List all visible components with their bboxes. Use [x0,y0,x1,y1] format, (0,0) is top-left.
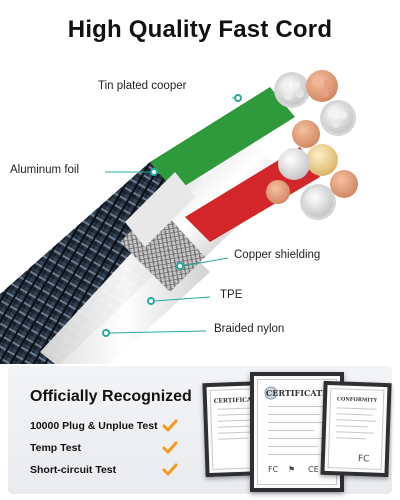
test-item-plug: 10000 Plug & Unplue Test [30,420,158,432]
test-item-short-circuit: Short-circuit Test [30,464,117,476]
page-title: High Quality Fast Cord [67,16,333,43]
label-copper-shielding: Copper shielding [234,249,321,261]
green-wire [150,87,295,192]
test-item-temp: Temp Test [30,442,81,454]
foil-tube [125,172,195,247]
svg-text:⚑: ⚑ [288,465,295,474]
certificate-right-heading: CONFORMITY [336,396,378,404]
svg-text:CE: CE [308,465,319,474]
svg-text:FC: FC [358,454,370,463]
officially-recognized-heading: Officially Recognized [30,388,192,405]
certification-panel: Officially Recognized 10000 Plug & Unplu… [8,366,392,494]
cable-illustration: Tin plated cooper Aluminum foil Copper s… [0,52,400,364]
strand-bundles [266,70,358,220]
fc-mark-icon: FC [358,454,370,463]
cable-cross-section-graphic [0,70,358,364]
label-aluminum-foil: Aluminum foil [10,164,80,176]
aluminum-foil-layer [155,127,290,257]
check-icon [162,419,178,432]
label-tin-plated: Tin plated cooper [98,80,187,92]
seal-icon [264,386,278,400]
label-tpe: TPE [220,289,243,301]
callout-connectors [102,94,242,337]
check-icon [162,463,178,476]
certificate-center-heading: CERTIFICATE [265,388,329,398]
cert-marks: FC ⚑ CE [268,465,319,474]
certificate-right: CONFORMITY FC [320,380,392,478]
check-icon [162,441,178,454]
label-braided-nylon: Braided nylon [214,323,285,335]
svg-text:FC: FC [268,465,279,474]
